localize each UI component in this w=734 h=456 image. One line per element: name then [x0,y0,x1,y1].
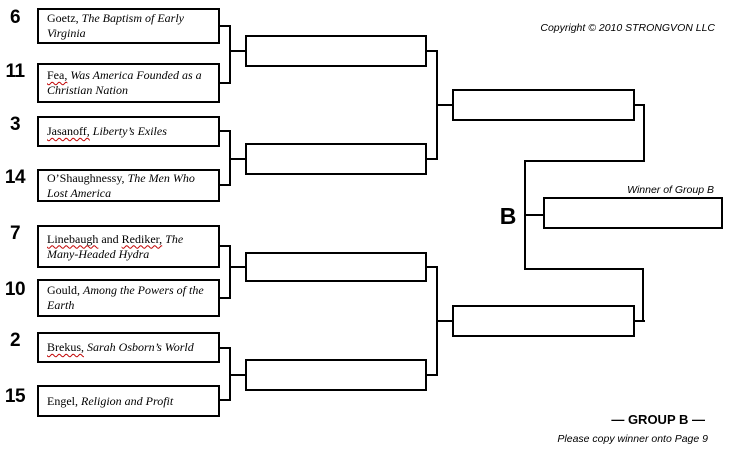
author-name-spellcheck-flagged: Jasanoff, [47,124,90,138]
connector-line [229,50,246,52]
round1-entry-box: Brekus, Sarah Osborn’s World [37,332,220,363]
connector-line [426,374,438,376]
seed-number: 6 [9,7,21,28]
entry-text: O’Shaughnessy, The Men Who Lost America [47,171,208,201]
round2-winner-slot-1 [245,35,427,67]
author-name: O’Shaughnessy, [47,170,125,185]
round1-entry-box: Fea, Was America Founded as a Christian … [37,63,220,103]
seed-number: 7 [9,223,21,244]
connector-line [229,374,246,376]
connector-line [218,245,231,247]
seed-number: 2 [9,330,21,351]
connector-line [426,50,438,52]
group-letter: B [499,203,517,229]
entry-text: Fea, Was America Founded as a Christian … [47,68,208,98]
round1-entry-box: Jasanoff, Liberty’s Exiles [37,116,220,147]
connector-line [436,320,453,322]
book-title: Among the Powers of the Earth [47,283,204,312]
connector-line [426,158,438,160]
connector-line [229,25,231,84]
author-name: Gould, [47,283,80,297]
book-title: The Baptism of Early Virginia [47,11,184,40]
copyright-text: Copyright © 2010 STRONGVON LLC [540,22,715,34]
connector-line [218,347,231,349]
seed-number: 3 [9,114,21,135]
book-title: The Men Who Lost America [47,170,195,200]
round1-entry-box: O’Shaughnessy, The Men Who Lost America [37,169,220,202]
connector-line [436,104,453,106]
connector-line [426,266,438,268]
entry-text: Brekus, Sarah Osborn’s World [47,340,194,355]
round3-winner-slot-2 [452,305,635,337]
connector-line [218,184,231,186]
round2-winner-slot-4 [245,359,427,391]
entry-text: Linebaugh and Rediker, The Many-Headed H… [47,232,208,262]
author-name: Engel, [47,393,78,408]
entry-text: Jasanoff, Liberty’s Exiles [47,124,167,139]
book-title: Sarah Osborn’s World [87,340,194,354]
connector-line [218,25,231,27]
book-title: The Many-Headed Hydra [47,231,184,261]
connector-line [229,158,246,160]
connector-line [633,320,645,322]
author-name-spellcheck-flagged: Fea, [47,68,68,82]
round1-entry-box: Goetz, The Baptism of Early Virginia [37,8,220,44]
connector-line [524,160,645,162]
winner-of-group-label: Winner of Group B [627,184,714,196]
group-winner-slot [543,197,723,229]
seed-number: 10 [4,279,26,300]
entry-text: Gould, Among the Powers of the Earth [47,283,208,313]
seed-number: 14 [4,167,26,188]
round1-entry-box: Engel, Religion and Profit [37,385,220,417]
author-name-spellcheck-flagged: Linebaugh [47,231,99,246]
connector-line [643,104,645,162]
connector-line [218,82,231,84]
entry-text: Goetz, The Baptism of Early Virginia [47,11,208,41]
connector-line [218,130,231,132]
round2-winner-slot-2 [245,143,427,175]
round3-winner-slot-1 [452,89,635,121]
seed-number: 15 [4,386,26,407]
round2-winner-slot-3 [245,252,427,282]
connector-line [524,268,644,270]
connector-line [642,268,644,322]
seed-number: 11 [5,61,25,82]
connector-line [229,245,231,299]
author-name-spellcheck-flagged: Brekus, [47,340,84,354]
author-name: Goetz, [47,11,79,25]
round1-entry-box: Gould, Among the Powers of the Earth [37,279,220,317]
book-title: Religion and Profit [81,393,174,408]
connector-line [229,266,246,268]
author-name-spellcheck-flagged: Rediker, [121,231,163,246]
connector-line [524,214,544,216]
author-name: and [98,231,122,246]
connector-line [218,297,231,299]
group-name-label: — GROUP B — [611,412,705,427]
connector-line [218,399,231,401]
round1-entry-box: Linebaugh and Rediker, The Many-Headed H… [37,225,220,268]
copy-winner-note: Please copy winner onto Page 9 [557,433,708,445]
connector-line [633,104,645,106]
book-title: Liberty’s Exiles [92,124,167,138]
entry-text: Engel, Religion and Profit [47,394,173,409]
book-title: Was America Founded as a Christian Natio… [47,68,202,97]
